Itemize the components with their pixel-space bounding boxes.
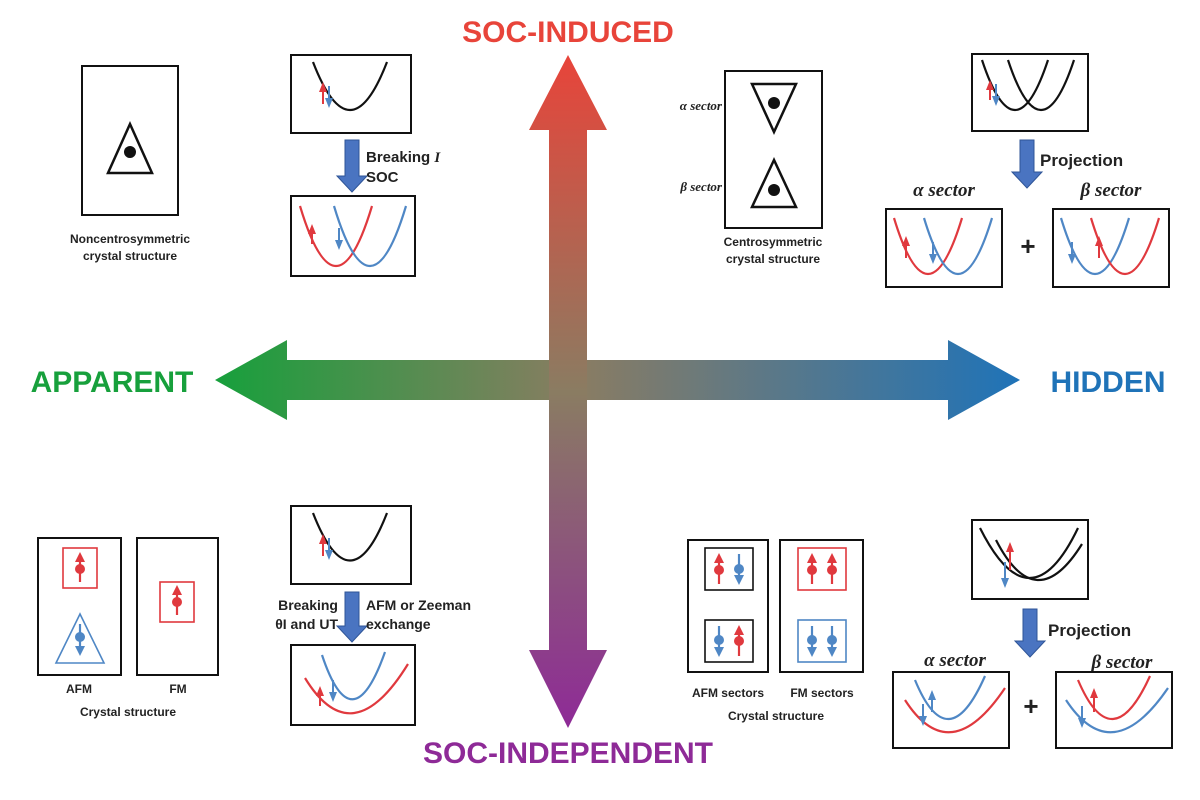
q4-fm-sectors-label: FM sectors [790,686,854,700]
vertical-axis-arrow [529,55,607,728]
q4-sector-alpha-title: α sector [924,650,986,671]
q4-caption: Crystal structure [728,709,824,723]
q2-projection-arrow [1010,139,1044,189]
axis-label-apparent: APPARENT [31,366,194,399]
q3-band-degenerate [290,505,412,585]
q4-afm-sectors-crystal [687,539,769,673]
q4-beta-band [1055,671,1173,749]
horizontal-axis-arrow [215,340,1020,420]
q4-sector-beta-title: β sector [1091,652,1154,673]
q3-afm-crystal [37,537,122,676]
q3-caption: Crystal structure [80,705,176,719]
q2-alpha-band [885,208,1003,288]
q2-alpha-sector-label: α sector [680,98,723,113]
q2-sector-alpha-title: α sector [913,180,975,201]
axis-label-soc-induced: SOC-INDUCED [462,16,674,49]
q2-centrosymmetric-crystal [724,70,823,229]
q2-projection-label: Projection [1040,151,1123,170]
q2-plus-sign: + [1020,231,1035,261]
q1-band-split [290,195,416,277]
q4-plus-sign: + [1023,691,1038,721]
q3-fm-crystal [136,537,219,676]
axis-label-soc-independent: SOC-INDEPENDENT [423,737,713,770]
q3-right-label-line1: AFM or Zeeman [366,597,471,613]
q1-caption-line1: Noncentrosymmetric [70,232,190,246]
q4-projection-label: Projection [1048,621,1131,640]
q4-projection-arrow [1013,608,1047,658]
q1-arrow-label-breaking: Breaking I [366,149,441,166]
q4-fm-sectors-crystal [779,539,864,673]
q2-band-degenerate [971,53,1089,132]
q2-beta-sector-label: β sector [679,179,723,194]
q3-right-label-line2: exchange [366,616,431,632]
q3-afm-label: AFM [66,682,92,696]
q3-band-split [290,644,416,726]
q2-caption-line2: crystal structure [726,252,820,266]
q1-arrow-label-soc: SOC [366,169,399,186]
q1-process-arrow [335,139,369,193]
q1-band-degenerate [290,54,412,134]
q3-process-arrow [335,591,369,643]
q2-caption-line1: Centrosymmetric [724,235,823,249]
q2-beta-band [1052,208,1170,288]
q3-fm-label: FM [169,682,186,696]
q4-band-split [971,519,1089,600]
q1-noncentrosymmetric-crystal [81,65,179,216]
q2-sector-beta-title: β sector [1080,180,1143,201]
q4-alpha-band [892,671,1010,749]
q1-caption-line2: crystal structure [83,249,177,263]
axis-label-hidden: HIDDEN [1050,366,1165,399]
q3-left-label-line1: Breaking [278,597,338,613]
q3-left-label-line2: θI and UT [275,616,338,632]
q4-afm-sectors-label: AFM sectors [692,686,764,700]
